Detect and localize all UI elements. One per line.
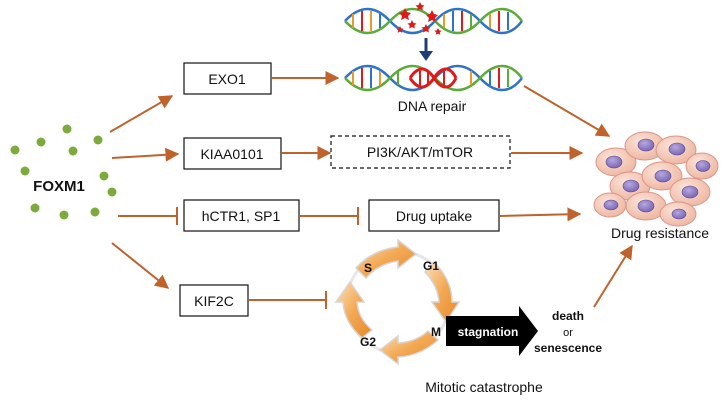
- hctr1-sp1-box: hCTR1, SP1: [183, 199, 300, 232]
- arrow-foxm1-to-kif2c: [111, 242, 170, 289]
- dna-helix-damaged-icon: [344, 7, 523, 35]
- phase-g2-label: G2: [360, 335, 376, 349]
- foxm1-dots: [10, 124, 117, 220]
- arrow-dna-repair-to-resistance: [523, 85, 611, 137]
- drug-uptake-label: Drug uptake: [396, 208, 472, 224]
- kif2c-box: KIF2C: [179, 284, 249, 317]
- senescence-label: senescence: [534, 341, 602, 355]
- cancer-cell-cluster-icon: [593, 131, 719, 227]
- phase-m-label: M: [431, 325, 441, 339]
- exo1-label: EXO1: [208, 71, 246, 87]
- kiaa0101-label: KIAA0101: [200, 146, 263, 162]
- pi3k-akt-mtor-box: PI3K/AKT/mTOR: [330, 135, 511, 169]
- damage-to-repair-arrow: [419, 38, 433, 61]
- pi3k-akt-mtor-label: PI3K/AKT/mTOR: [367, 144, 473, 160]
- arrow-foxm1-to-exo1: [109, 95, 174, 133]
- kiaa0101-box: KIAA0101: [183, 137, 282, 170]
- drug-uptake-box: Drug uptake: [368, 199, 500, 232]
- arrow-death-to-resistance: [593, 244, 633, 308]
- foxm1-label: FOXM1: [33, 178, 85, 195]
- kif2c-label: KIF2C: [194, 293, 234, 309]
- cell-cycle-icon: [334, 238, 461, 366]
- exo1-box: EXO1: [183, 62, 272, 95]
- dna-helix-repaired-icon: [344, 64, 523, 92]
- dna-repair-label: DNA repair: [398, 98, 467, 114]
- mitotic-catastrophe-label: Mitotic catastrophe: [425, 379, 543, 395]
- drug-resistance-label: Drug resistance: [611, 225, 709, 241]
- damage-stars-icon: [396, 2, 442, 35]
- phase-s-label: S: [364, 261, 372, 275]
- arrow-foxm1-to-kiaa0101: [111, 147, 180, 162]
- stagnation-arrow: [446, 306, 538, 356]
- hctr1-sp1-label: hCTR1, SP1: [202, 208, 281, 224]
- or-label: or: [563, 327, 573, 339]
- arrow-drug-uptake-to-resistance: [499, 207, 582, 222]
- death-label: death: [552, 309, 584, 323]
- stagnation-label: stagnation: [458, 325, 519, 339]
- phase-g1-label: G1: [423, 259, 439, 273]
